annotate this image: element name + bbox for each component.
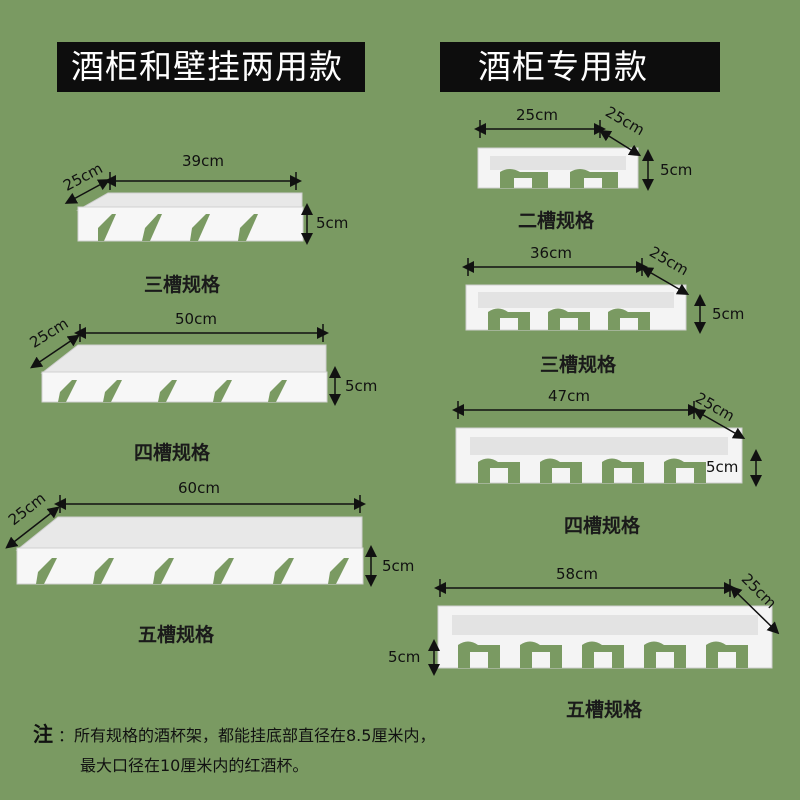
- rack-left-5slot: [15, 516, 364, 585]
- label-left-3slot: 三槽规格: [144, 274, 221, 296]
- label-right-4slot: 四槽规格: [564, 515, 641, 537]
- width-left-3slot: 39cm: [182, 152, 224, 170]
- rack-left-4slot: [40, 344, 328, 403]
- header-cabinet-only: 酒柜专用款: [440, 42, 720, 92]
- height-left-4slot: 5cm: [345, 377, 378, 395]
- dims-right-3slot: [462, 258, 706, 334]
- width-right-4slot: 47cm: [548, 387, 590, 405]
- rack-right-5slot: [437, 605, 773, 669]
- dims-left-5slot: [5, 495, 377, 587]
- height-right-5slot: 5cm: [388, 648, 421, 666]
- rack-right-4slot: [455, 427, 743, 484]
- label-right-2slot: 二槽规格: [518, 210, 595, 232]
- header-dual-use: 酒柜和壁挂两用款: [57, 42, 365, 92]
- label-left-5slot: 五槽规格: [138, 624, 215, 646]
- height-left-3slot: 5cm: [316, 214, 349, 232]
- height-right-4slot: 5cm: [706, 458, 739, 476]
- height-right-3slot: 5cm: [712, 305, 745, 323]
- label-right-3slot: 三槽规格: [540, 354, 617, 376]
- width-right-3slot: 36cm: [530, 244, 572, 262]
- dims-right-5slot: [428, 579, 780, 676]
- dims-left-3slot: [64, 172, 313, 245]
- dims-right-4slot: [452, 401, 762, 487]
- width-left-5slot: 60cm: [178, 479, 220, 497]
- dims-left-4slot: [30, 324, 341, 406]
- dims-right-2slot: [474, 120, 654, 191]
- note-prefix: 注: [33, 722, 53, 746]
- rack-right-2slot: [477, 147, 639, 189]
- height-left-5slot: 5cm: [382, 557, 415, 575]
- rack-right-3slot: [465, 284, 687, 331]
- rack-left-3slot: [76, 192, 304, 242]
- width-left-4slot: 50cm: [175, 310, 217, 328]
- note-line-2: 最大口径在10厘米内的红酒杯。: [80, 756, 309, 775]
- width-right-5slot: 58cm: [556, 565, 598, 583]
- label-right-5slot: 五槽规格: [566, 699, 643, 721]
- width-right-2slot: 25cm: [516, 106, 558, 124]
- note-line-1: ：所有规格的酒杯架，都能挂底部直径在8.5厘米内，: [58, 726, 436, 745]
- height-right-2slot: 5cm: [660, 161, 693, 179]
- label-left-4slot: 四槽规格: [134, 442, 211, 464]
